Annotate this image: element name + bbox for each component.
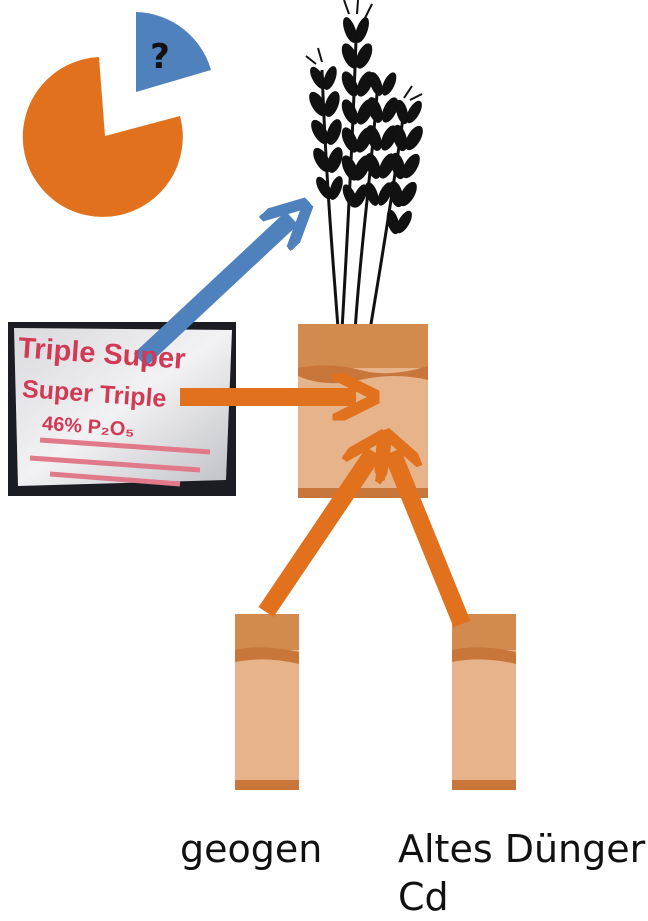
- soil-column-geogen: [235, 614, 299, 790]
- pie-question-slice: [136, 12, 211, 92]
- label-geogen: geogen: [180, 826, 322, 874]
- wheat-ears-icon: [306, 0, 426, 332]
- pie-chart: ?: [23, 12, 211, 217]
- label-altes-duenger-cd: Altes Dünger Cd: [398, 826, 648, 921]
- soil-column-altes-duenger: [452, 614, 516, 790]
- pie-question-mark: ?: [150, 37, 170, 77]
